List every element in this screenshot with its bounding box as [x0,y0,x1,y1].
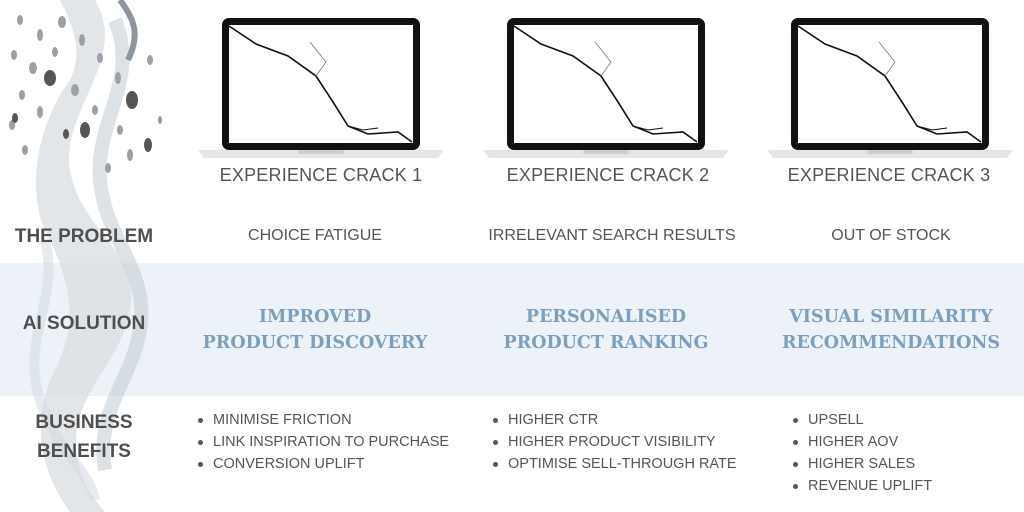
crack-title: EXPERIENCE CRACK 2 [506,165,710,185]
row-label-benefits: BUSINESS BENEFITS [0,408,168,466]
solution-text: PERSONALISED PRODUCT RANKING [461,304,751,356]
benefits-list: MINIMISE FRICTION LINK INSPIRATION TO PU… [195,410,449,476]
row-label-solution: AI SOLUTION [22,313,146,334]
benefits-list: HIGHER CTR HIGHER PRODUCT VISIBILITY OPT… [490,410,737,476]
solution-line: VISUAL SIMILARITY [789,307,993,327]
row-label-line: BENEFITS [37,441,131,462]
problem-text: CHOICE FATIGUE [248,227,382,244]
solution-line: PERSONALISED [525,307,687,327]
list-item: HIGHER SALES [790,454,932,476]
row-label-problem: THE PROBLEM [14,226,154,247]
list-item: HIGHER AOV [790,432,932,454]
problem-text: IRRELEVANT SEARCH RESULTS [488,227,736,244]
problem-text: OUT OF STOCK [831,227,951,244]
crack-title: EXPERIENCE CRACK 3 [787,165,991,185]
solution-line: IMPROVED [258,307,372,327]
list-item: LINK INSPIRATION TO PURCHASE [195,432,449,454]
list-item: HIGHER CTR [490,410,737,432]
list-item: MINIMISE FRICTION [195,410,449,432]
solution-line: RECOMMENDATIONS [781,333,1000,353]
cracked-laptop-icon [767,14,1013,160]
list-item: HIGHER PRODUCT VISIBILITY [490,432,737,454]
list-item: REVENUE UPLIFT [790,476,932,498]
solution-line: PRODUCT RANKING [503,333,709,353]
row-label-line: BUSINESS [35,412,133,433]
cracked-laptop-icon [198,14,444,160]
benefits-list: UPSELL HIGHER AOV HIGHER SALES REVENUE U… [790,410,932,498]
cracked-laptop-icon [483,14,729,160]
paint-brush-decoration [9,0,162,512]
ai-solution-band [0,263,1024,396]
solution-text: IMPROVED PRODUCT DISCOVERY [170,304,460,356]
solution-text: VISUAL SIMILARITY RECOMMENDATIONS [746,304,1024,356]
list-item: OPTIMISE SELL-THROUGH RATE [490,454,737,476]
list-item: CONVERSION UPLIFT [195,454,449,476]
crack-title: EXPERIENCE CRACK 1 [219,165,423,185]
list-item: UPSELL [790,410,932,432]
solution-line: PRODUCT DISCOVERY [202,333,428,353]
